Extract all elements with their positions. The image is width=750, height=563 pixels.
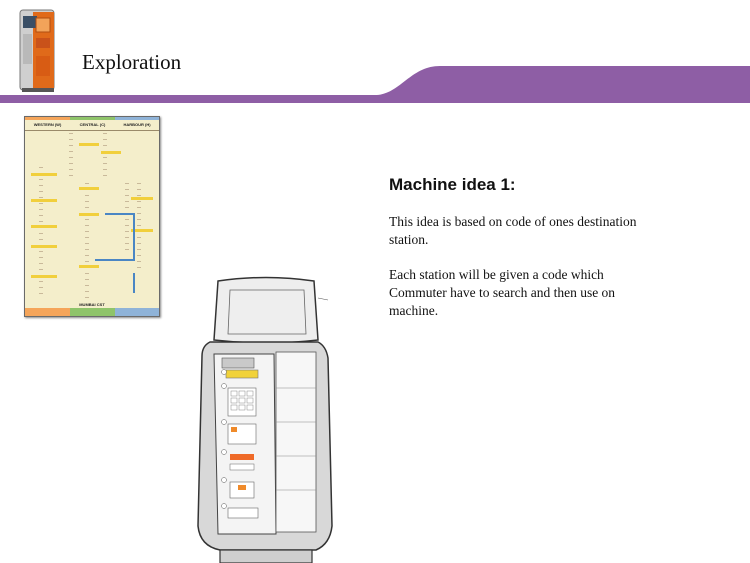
chart-footer-label: MUMBAI CST [79,302,105,307]
ticket-kiosk-photo [19,9,55,92]
idea-paragraph-1: This idea is based on code of ones desti… [389,214,637,247]
chart-header-western: WESTERN (W) [33,122,62,127]
machine-sketch-image [197,276,333,563]
slide-title: Exploration [82,50,182,74]
chart-header-harbour: HARBOUR (H) [123,122,151,127]
header-banner [0,66,750,103]
idea-paragraph-2: Each station will be given a code which … [389,267,616,318]
station-code-chart-image: WESTERN (W) CENTRAL (C) HARBOUR (H) MUMB… [24,116,160,317]
chart-header-central: CENTRAL (C) [79,122,106,127]
idea-heading: Machine idea 1: [389,175,516,194]
